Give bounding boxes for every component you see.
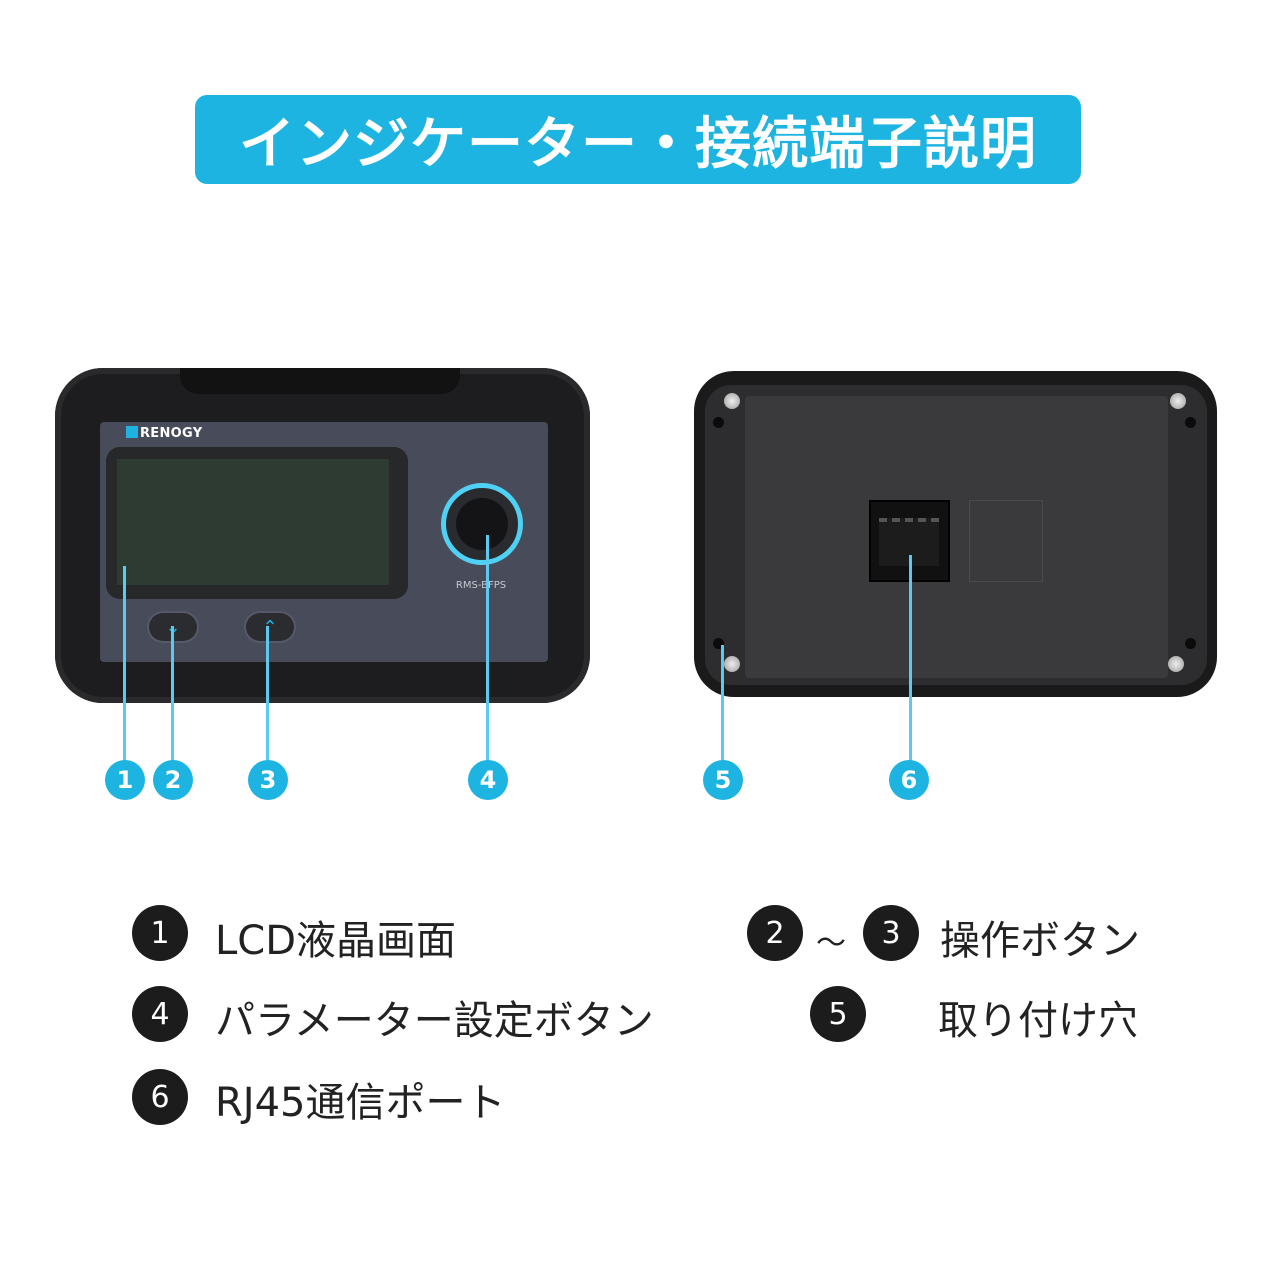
- model-label: RMS-BFPS: [455, 580, 507, 591]
- up-button[interactable]: ⌃: [246, 613, 294, 641]
- leader-line-2: [171, 626, 174, 762]
- leader-line-3: [266, 626, 269, 762]
- screw-icon: [724, 656, 740, 672]
- legend-label-1: LCD液晶画面: [215, 918, 457, 964]
- legend-num-1: 1: [132, 905, 188, 961]
- legend-label-5: 取り付け穴: [938, 998, 1138, 1044]
- callout-2: 2: [153, 760, 193, 800]
- mounting-hole: [1185, 417, 1196, 428]
- renogy-logo-icon: [126, 426, 138, 438]
- back-cover: [745, 396, 1168, 678]
- legend-label-23: 操作ボタン: [940, 918, 1140, 964]
- screw-icon: [724, 393, 740, 409]
- legend-num-2: 2: [747, 905, 803, 961]
- lcd-screen: [117, 459, 389, 585]
- mounting-hole: [713, 417, 724, 428]
- legend-num-6: 6: [132, 1069, 188, 1125]
- chevron-up-icon: ⌃: [262, 616, 278, 638]
- leader-line-4: [486, 535, 489, 762]
- legend-label-6: RJ45通信ポート: [215, 1080, 506, 1126]
- screw-icon: [1170, 393, 1186, 409]
- callout-6: 6: [889, 760, 929, 800]
- legend-num-5: 5: [810, 986, 866, 1042]
- legend-num-3: 3: [863, 905, 919, 961]
- page-title: インジケーター・接続端子説明: [195, 95, 1081, 184]
- mounting-hole: [1185, 638, 1196, 649]
- callout-3: 3: [248, 760, 288, 800]
- callout-5: 5: [703, 760, 743, 800]
- legend-label-4: パラメーター設定ボタン: [215, 998, 654, 1044]
- callout-1: 1: [105, 760, 145, 800]
- brand-text: RENOGY: [140, 426, 203, 441]
- leader-line-1: [123, 566, 126, 762]
- screw-icon: [1168, 656, 1184, 672]
- legend-range-sep: ～: [816, 926, 846, 961]
- front-top-groove: [180, 368, 460, 394]
- callout-4: 4: [468, 760, 508, 800]
- leader-line-5: [721, 645, 724, 762]
- label-area: [969, 500, 1043, 582]
- legend-num-4: 4: [132, 986, 188, 1042]
- brand-logo: RENOGY: [126, 426, 202, 441]
- parameter-knob[interactable]: [456, 498, 508, 550]
- down-button[interactable]: ⌄: [149, 613, 197, 641]
- mounting-hole: [713, 638, 724, 649]
- leader-line-6: [909, 555, 912, 762]
